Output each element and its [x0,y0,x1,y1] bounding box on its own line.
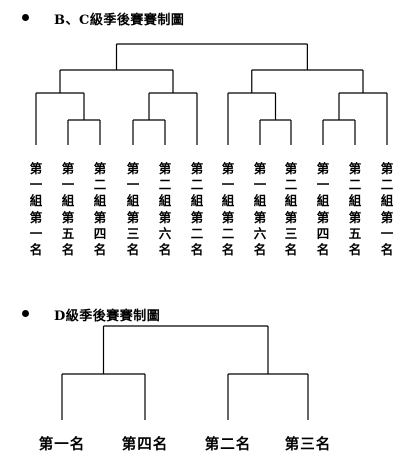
bc-bracket-title: B、C級季後賽賽制圖 [54,13,185,28]
bc-team-label: 第二組第四名 [93,161,107,258]
bc-team-label: 第一組第二名 [221,161,235,258]
d-bracket-title: D級季後賽賽制圖 [54,309,161,324]
bc-team-label: 第一組第一名 [29,161,43,258]
bc-team-label: 第一組第四名 [316,161,330,258]
d-team-label: 第一名 [38,436,86,453]
bc-team-label: 第二組第五名 [348,161,362,258]
bc-team-label: 第一組第五名 [61,161,75,258]
bc-team-label: 第二組第六名 [158,161,172,258]
d-team-label: 第二名 [204,436,252,453]
bc-team-label: 第二組第三名 [284,161,298,258]
bc-team-label: 第一組第六名 [253,161,267,258]
bc-team-label: 第二組第一名 [380,161,394,258]
bc-team-label: 第二組第二名 [190,161,204,258]
bc-bullet-icon [22,14,29,21]
bc-team-label: 第一組第三名 [126,161,140,258]
d-team-label: 第四名 [121,436,169,453]
d-team-label: 第三名 [284,436,332,453]
d-bullet-icon [22,310,29,317]
